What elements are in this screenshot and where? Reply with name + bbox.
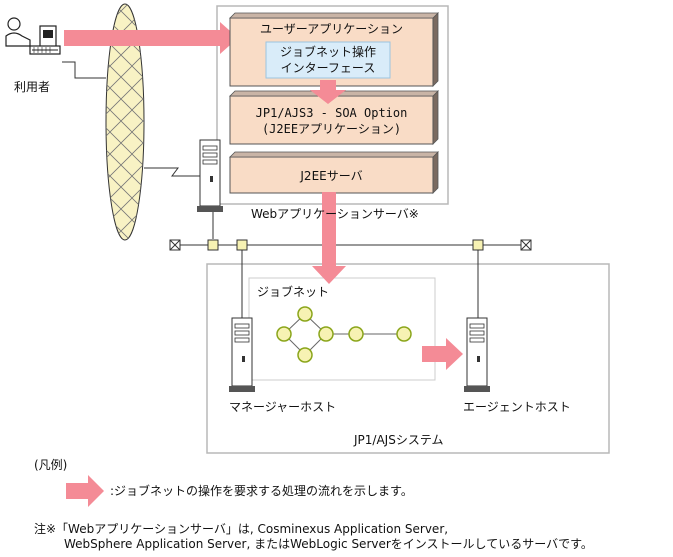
job-node [276, 326, 292, 342]
legend-arrow [66, 475, 104, 507]
web-server-caption: Webアプリケーションサーバ※ [251, 207, 419, 221]
jobnet-nodes [276, 306, 412, 363]
job-node [318, 326, 334, 342]
user-network-line [62, 61, 106, 79]
manager-host-label: マネージャーホスト [229, 400, 337, 414]
agent-host-label: エージェントホスト [463, 400, 571, 414]
j2ee-server-box [229, 151, 439, 194]
soa-option-line2: (J2EEアプリケーション) [261, 122, 402, 136]
legend-description: :ジョブネットの操作を要求する処理の流れを示します。 [110, 484, 413, 498]
jobnet-interface-box [265, 41, 391, 79]
web-server-icon [144, 139, 223, 239]
soa-option-line1: JP1/AJS3 - SOA Option [255, 106, 408, 120]
interface-line2: インターフェース [280, 61, 376, 75]
job-node [297, 347, 313, 363]
legend-heading: (凡例) [34, 458, 68, 472]
note-line2: WebSphere Application Server, またはWebLogi… [64, 537, 593, 551]
soa-option-box [229, 90, 439, 145]
user-icon [5, 17, 61, 55]
job-node [297, 306, 313, 322]
agent-host-icon [464, 317, 490, 392]
request-arrow-server-to-jobnet [312, 192, 346, 284]
manager-host-icon [229, 317, 255, 392]
note-line1: 注※「Webアプリケーションサーバ」は, Cosminexus Applicat… [34, 522, 449, 536]
request-arrow-user-to-app [64, 22, 238, 54]
user-label: 利用者 [14, 80, 51, 94]
jobnet-label: ジョブネット [257, 285, 330, 299]
request-arrow-interface-to-soa [310, 80, 346, 104]
lan-backbone [169, 239, 532, 251]
ajs-system-caption: JP1/AJSシステム [354, 433, 444, 447]
job-node [396, 326, 412, 342]
job-node [348, 326, 364, 342]
j2ee-server-label: J2EEサーバ [300, 169, 363, 183]
request-arrow-manager-to-agent [422, 338, 463, 370]
user-application-title: ユーザーアプリケーション [259, 22, 404, 36]
network-cloud [105, 3, 145, 241]
interface-line1: ジョブネット操作 [279, 45, 376, 59]
